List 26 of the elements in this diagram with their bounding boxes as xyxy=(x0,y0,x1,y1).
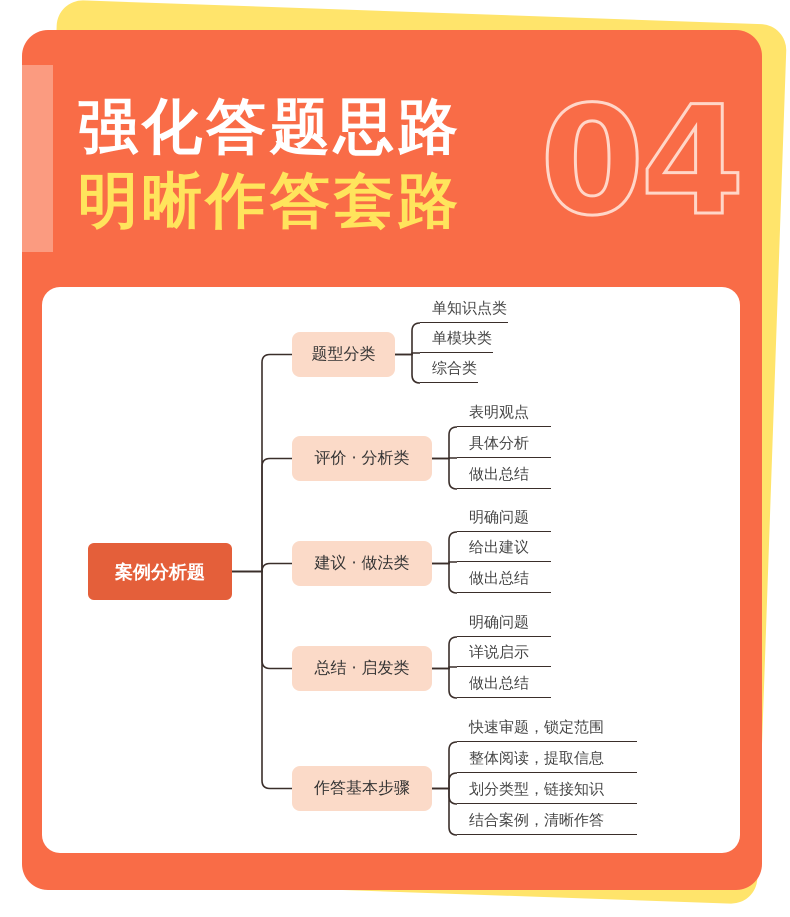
branch-text: 表明观点 xyxy=(457,399,551,427)
title-text: 强化答题思路 xyxy=(78,92,462,162)
category-box: 总结 · 启发类 xyxy=(292,646,432,691)
branch-text: 详说启示 xyxy=(457,639,551,667)
branch-text: 整体阅读，提取信息 xyxy=(457,745,637,773)
section-number: 04 xyxy=(540,82,741,242)
category-box: 评价 · 分析类 xyxy=(292,436,432,481)
branch-text: 做出总结 xyxy=(457,565,551,593)
branch-text: 结合案例，清晰作答 xyxy=(457,807,637,835)
branch-text: 做出总结 xyxy=(457,670,551,698)
branch-text: 单模块类 xyxy=(420,325,493,353)
branch-text: 综合类 xyxy=(420,355,478,383)
branch-text: 单知识点类 xyxy=(420,295,508,323)
title-text: 明晰作答套路 xyxy=(78,166,462,236)
branch-text: 具体分析 xyxy=(457,430,551,458)
branch-text: 快速审题，锁定范围 xyxy=(457,714,637,742)
category-box: 建议 · 做法类 xyxy=(292,541,432,586)
category-box: 作答基本步骤 xyxy=(292,766,432,811)
branch-text: 给出建议 xyxy=(457,534,551,562)
branch-text: 划分类型，链接知识 xyxy=(457,776,637,804)
branch-text: 明确问题 xyxy=(457,609,551,637)
category-box: 题型分类 xyxy=(292,332,395,377)
branch-text: 做出总结 xyxy=(457,461,551,489)
branch-text: 明确问题 xyxy=(457,504,551,532)
root-box: 案例分析题 xyxy=(88,543,232,600)
connector-line xyxy=(232,570,292,790)
